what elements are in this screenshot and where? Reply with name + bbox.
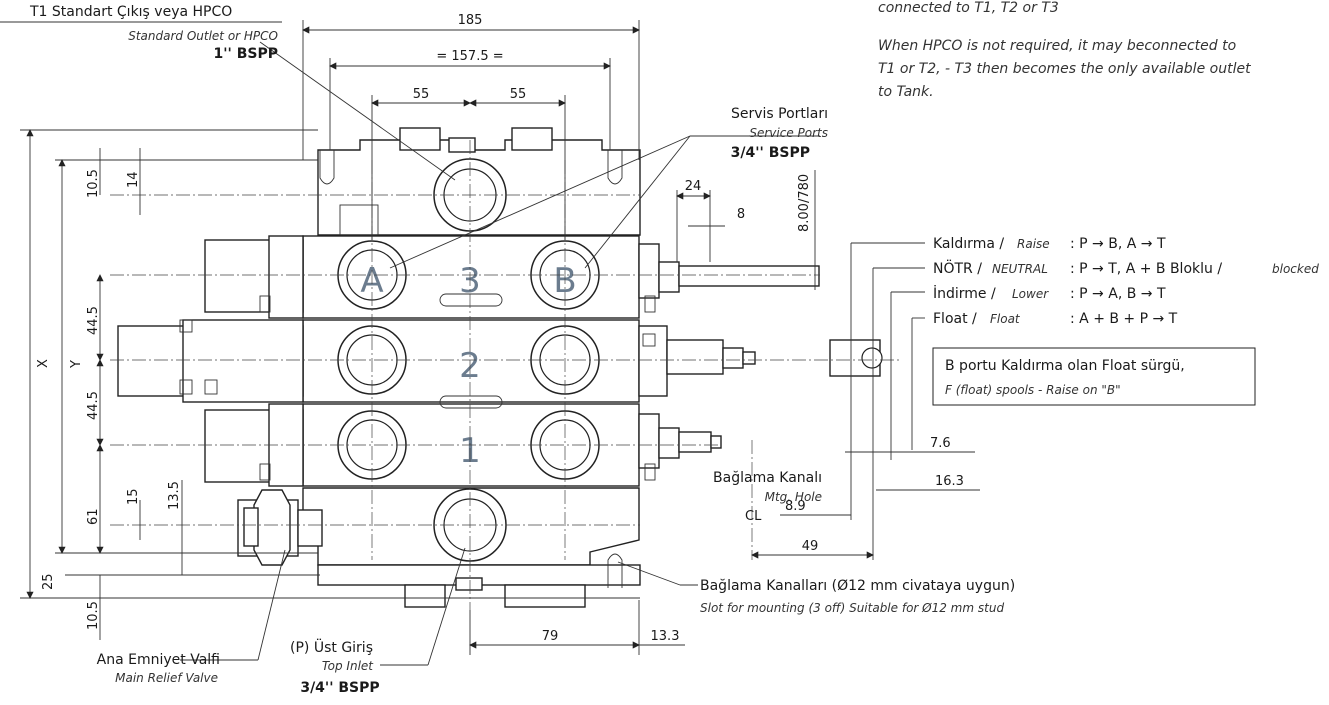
float-box-subtitle: F (float) spools - Raise on "B"	[945, 383, 1121, 397]
relief-subtitle: Main Relief Valve	[115, 671, 218, 685]
dim-10-5-bottom: 10.5	[86, 601, 101, 630]
dim-55-right: 55	[510, 87, 527, 102]
function-lower-tr: İndirme /	[933, 284, 996, 302]
function-float-en: Float	[990, 312, 1021, 326]
float-box-title: B portu Kaldırma olan Float sürgü,	[945, 358, 1185, 374]
dim-8-9: 8.9	[785, 499, 806, 514]
function-float-desc: : A + B + P → T	[1070, 311, 1178, 327]
relief-title: Ana Emniyet Valfi	[97, 652, 220, 668]
note-line-4: to Tank.	[878, 84, 934, 100]
leader-lines	[0, 21, 820, 666]
dim-8-780: 8.00/780	[797, 174, 812, 232]
dim-185: 185	[458, 13, 483, 28]
function-lower-desc: : P → A, B → T	[1070, 286, 1166, 302]
slot-subtitle: Slot for mounting (3 off) Suitable for Ø…	[700, 601, 1004, 615]
dim-10-5-top: 10.5	[86, 169, 101, 198]
mtg-hole-title: Bağlama Kanalı	[713, 470, 822, 486]
function-lower-en: Lower	[1012, 287, 1049, 301]
dim-25: 25	[41, 573, 56, 590]
service-ports-title: Servis Portları	[731, 106, 828, 122]
slot-title: Bağlama Kanalları (Ø12 mm civataya uygun…	[700, 578, 1015, 594]
dimension-labels: 185 = 157.5 = 55 55 24 8 8.00/780 10.5 1…	[36, 13, 964, 644]
callouts: T1 Standart Çıkış veya HPCO Standard Out…	[29, 4, 1015, 696]
outlet-title: T1 Standart Çıkış veya HPCO	[29, 4, 232, 20]
dim-15: 15	[126, 488, 141, 505]
dim-24: 24	[685, 179, 702, 194]
function-raise-desc: : P → B, A → T	[1070, 236, 1166, 252]
service-ports-subtitle: Service Ports	[749, 126, 828, 140]
dim-61: 61	[86, 508, 101, 525]
dimension-lines	[20, 20, 980, 655]
dim-16-3: 16.3	[935, 474, 964, 489]
note-line-2: When HPCO is not required, it may beconn…	[878, 38, 1236, 54]
dim-13-3: 13.3	[651, 629, 680, 644]
inlet-subtitle: Top Inlet	[322, 659, 374, 673]
inlet-size: 3/4'' BSPP	[300, 680, 379, 696]
dim-7-6: 7.6	[930, 436, 951, 451]
function-neutral-en: NEUTRAL	[992, 262, 1048, 276]
function-neutral-tr: NÖTR /	[933, 259, 982, 277]
function-neutral-extra: blocked	[1272, 262, 1319, 276]
top-note: connected to T1, T2 or T3 When HPCO is n…	[878, 0, 1251, 100]
inlet-title: (P) Üst Giriş	[290, 638, 373, 656]
dim-14: 14	[126, 171, 141, 188]
mtg-hole-cl: CL	[745, 509, 762, 524]
dim-13-5: 13.5	[167, 481, 182, 510]
mtg-hole-subtitle: Mtg. Hole	[765, 490, 822, 504]
note-line-1: connected to T1, T2 or T3	[878, 0, 1059, 16]
dim-157-5: = 157.5 =	[436, 49, 503, 64]
note-line-3: T1 or T2, - T3 then becomes the only ava…	[878, 61, 1251, 77]
function-raise-en: Raise	[1017, 237, 1050, 251]
functions-legend: Kaldırma / Raise : P → B, A → T NÖTR / N…	[933, 236, 1319, 327]
outlet-subtitle: Standard Outlet or HPCO	[128, 29, 278, 43]
service-ports-size: 3/4'' BSPP	[731, 145, 810, 161]
dim-44-5-bottom: 44.5	[86, 391, 101, 420]
dim-y: Y	[69, 360, 84, 369]
function-neutral-desc: : P → T, A + B Bloklu /	[1070, 261, 1222, 277]
dim-79: 79	[542, 629, 559, 644]
dim-8: 8	[737, 207, 745, 222]
function-raise-tr: Kaldırma /	[933, 236, 1004, 252]
dim-49: 49	[802, 539, 819, 554]
dim-x: X	[36, 359, 51, 368]
outlet-size: 1'' BSPP	[214, 46, 278, 62]
float-spool-box: B portu Kaldırma olan Float sürgü, F (fl…	[932, 347, 1256, 406]
dim-55-left: 55	[413, 87, 430, 102]
function-float-tr: Float /	[933, 311, 977, 327]
dim-44-5-top: 44.5	[86, 306, 101, 335]
